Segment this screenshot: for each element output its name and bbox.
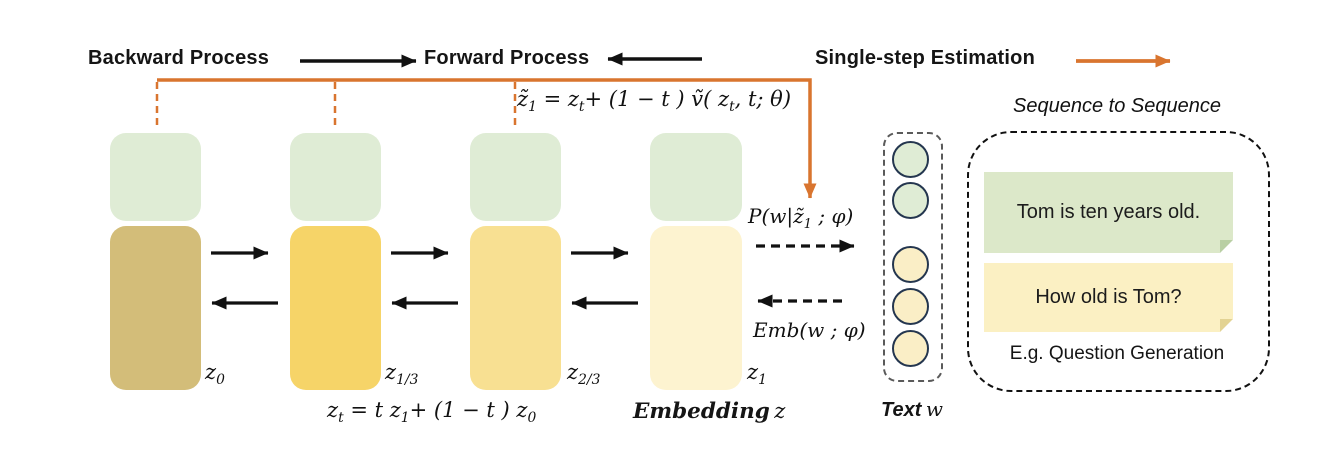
estimate-formula: z̃1 = zt+ (1 − t ) ṽ( zt, t; θ)	[517, 87, 792, 116]
z0-latent-block	[110, 226, 201, 390]
z23-latent-block	[470, 226, 561, 390]
token-circle-yellow-1	[892, 246, 929, 283]
estimate-z-tilde: z̃	[517, 87, 529, 111]
forward-process-label: Forward Process	[424, 47, 590, 69]
token-circle-green-2	[892, 182, 929, 219]
token-column-box	[883, 132, 943, 382]
single-step-estimation-label: Single-step Estimation	[815, 47, 1035, 69]
z23-label: z2/3	[567, 360, 601, 389]
z13-latent-block	[290, 226, 381, 390]
embedding-caption: Embedding z	[633, 399, 786, 424]
decode-formula: P(w|z̃1 ; φ)	[748, 204, 854, 232]
seq2seq-title: Sequence to Sequence	[1013, 95, 1221, 117]
target-sentence-note: How old is Tom?	[984, 263, 1233, 332]
token-circle-green-1	[892, 141, 929, 178]
z23-condition-block	[470, 133, 561, 221]
token-circle-yellow-3	[892, 330, 929, 367]
z1-condition-block	[650, 133, 742, 221]
seq2seq-box	[967, 131, 1270, 392]
z1-latent-block	[650, 226, 742, 390]
source-sentence-note: Tom is ten years old.	[984, 172, 1233, 253]
z1-label: z1	[747, 360, 767, 389]
z13-condition-block	[290, 133, 381, 221]
z0-label: z0	[205, 360, 225, 389]
token-circle-yellow-2	[892, 288, 929, 325]
interpolation-formula: zt = t z1+ (1 − t ) z0	[327, 398, 537, 427]
embed-formula: Emb(w ; φ)	[753, 318, 866, 342]
text-w-caption: Text w	[881, 397, 943, 421]
seq2seq-caption: E.g. Question Generation	[1009, 343, 1225, 364]
backward-process-label: Backward Process	[88, 47, 270, 69]
z0-condition-block	[110, 133, 201, 221]
z13-label: z1/3	[385, 360, 419, 389]
